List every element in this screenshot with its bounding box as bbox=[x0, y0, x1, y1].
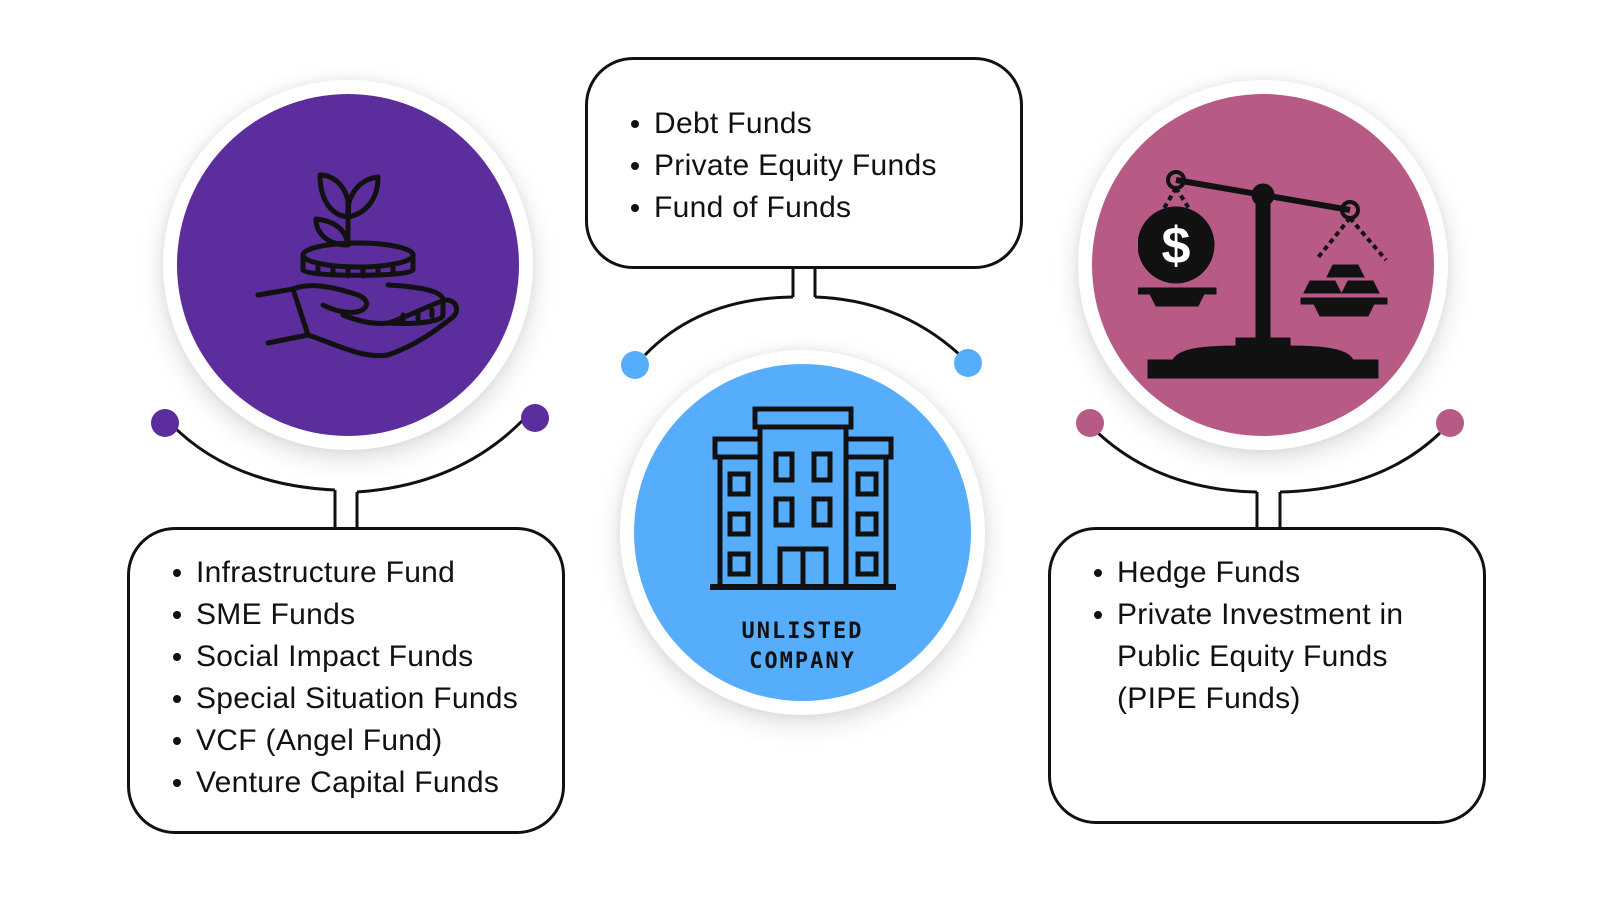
left-fund-list: Infrastructure Fund SME Funds Social Imp… bbox=[170, 552, 562, 804]
left-icon-circle bbox=[163, 80, 533, 450]
right-icon-circle-fill: $ bbox=[1092, 94, 1434, 436]
list-item: Infrastructure Fund bbox=[170, 552, 562, 594]
list-item: Social Impact Funds bbox=[170, 636, 562, 678]
plant-coins-hand-icon bbox=[255, 172, 459, 359]
office-building-icon bbox=[710, 406, 896, 590]
company-label-line1: UNLISTED bbox=[741, 619, 864, 644]
center-connector-dot-left bbox=[621, 351, 649, 379]
center-connector-dot-right bbox=[954, 349, 982, 377]
list-item: Hedge Funds bbox=[1091, 552, 1453, 594]
company-label-line2: COMPANY bbox=[749, 649, 856, 674]
svg-text:$: $ bbox=[1162, 217, 1191, 275]
center-fund-list-card: Debt Funds Private Equity Funds Fund of … bbox=[585, 57, 1023, 269]
list-item: Fund of Funds bbox=[628, 187, 1020, 229]
right-connector bbox=[1096, 431, 1442, 530]
list-item: Private Equity Funds bbox=[628, 145, 1020, 187]
right-icon-circle: $ bbox=[1078, 80, 1448, 450]
balance-scale-dollar-gold-icon: $ bbox=[1138, 170, 1388, 379]
left-icon-circle-fill bbox=[177, 94, 519, 436]
center-connector bbox=[643, 265, 962, 357]
list-item: Venture Capital Funds bbox=[170, 762, 562, 804]
left-fund-list-card: Infrastructure Fund SME Funds Social Imp… bbox=[127, 527, 565, 834]
list-item: VCF (Angel Fund) bbox=[170, 720, 562, 762]
right-fund-list: Hedge Funds Private Investment in Public… bbox=[1091, 552, 1453, 720]
right-fund-list-card: Hedge Funds Private Investment in Public… bbox=[1048, 527, 1486, 824]
left-connector-dot-right bbox=[521, 404, 549, 432]
list-item: Special Situation Funds bbox=[170, 678, 562, 720]
center-fund-list: Debt Funds Private Equity Funds Fund of … bbox=[628, 103, 1020, 229]
left-connector bbox=[168, 416, 527, 530]
right-connector-dot-left bbox=[1076, 409, 1104, 437]
center-icon-circle: UNLISTED COMPANY bbox=[620, 350, 985, 715]
list-item: Debt Funds bbox=[628, 103, 1020, 145]
right-connector-dot-right bbox=[1436, 409, 1464, 437]
left-connector-dot-left bbox=[151, 409, 179, 437]
list-item: SME Funds bbox=[170, 594, 562, 636]
list-item: Private Investment in Public Equity Fund… bbox=[1091, 594, 1453, 720]
center-icon-circle-fill: UNLISTED COMPANY bbox=[634, 364, 971, 701]
